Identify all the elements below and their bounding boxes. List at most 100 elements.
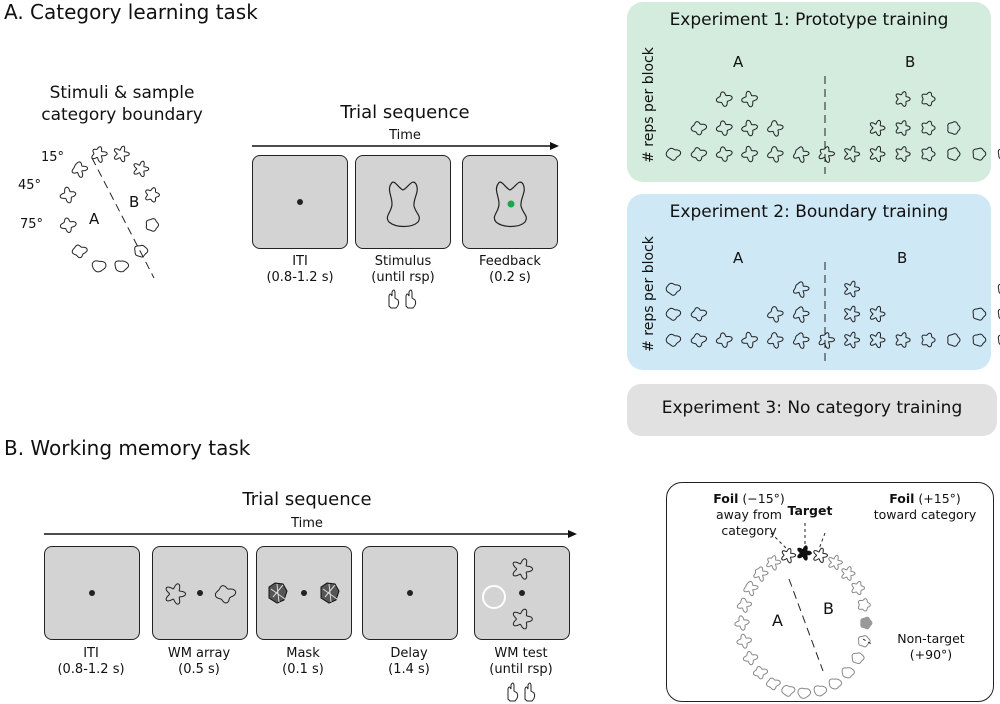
stimuli-title: Stimuli & sample category boundary <box>22 82 222 126</box>
wm-ring-shape <box>736 597 753 613</box>
distribution-shape <box>665 282 682 296</box>
stimuli-title-line1: Stimuli & sample <box>49 83 195 103</box>
distribution-shape <box>869 305 886 323</box>
stimulus-ring-shape <box>114 260 129 273</box>
wm-ring-shape <box>841 667 855 679</box>
stimulus-ring-shape <box>145 218 160 232</box>
stimulus-ring-shape <box>134 244 149 258</box>
distribution-shape <box>947 147 961 161</box>
wm-ring-shape <box>797 687 811 699</box>
trial-b-frame-wm-test <box>474 546 570 640</box>
wm-ring-shape <box>742 650 759 666</box>
angle-45: 45° <box>18 178 42 193</box>
wm-ring-shape <box>828 554 843 570</box>
distribution-shape <box>665 333 682 347</box>
distribution-shape <box>869 145 886 163</box>
wm-test-option-top <box>512 558 534 580</box>
stimulus-ring-shape <box>71 244 88 259</box>
distribution-shape <box>972 307 987 321</box>
fixation-dot <box>89 590 95 596</box>
response-hands-icon <box>507 682 536 702</box>
trial-a-label-feedback: Feedback(0.2 s) <box>479 254 541 285</box>
wm-ring-shape <box>743 580 759 597</box>
distribution-shape <box>921 332 936 348</box>
nontarget-shape <box>860 616 873 630</box>
wm-ring-shape <box>752 665 768 680</box>
wm-array-item-blob <box>214 585 237 604</box>
section-b-title: B. Working memory task <box>4 436 251 460</box>
distribution-shape <box>690 333 707 348</box>
experiment-3-title: Experiment 3: No category training <box>661 398 963 418</box>
fixation-dot <box>197 590 203 596</box>
distribution-shape <box>715 332 733 348</box>
distribution-shape <box>690 147 707 162</box>
callout-line <box>862 638 874 646</box>
experiment-1-panel: Experiment 1: Prototype training # reps … <box>627 2 1000 182</box>
foil-toward-label: Foil (+15°) toward category <box>873 491 977 522</box>
angle-75: 75° <box>20 217 44 232</box>
trial-a-frame-feedback <box>462 155 558 249</box>
distribution-shape <box>869 119 886 137</box>
stimulus-ring-shape <box>133 160 150 178</box>
experiment-1-distribution <box>665 76 1000 174</box>
wm-ring-shape <box>841 566 856 581</box>
distribution-shape <box>818 332 836 349</box>
fixation-dot <box>519 590 525 596</box>
stimulus-ring-shape <box>71 161 89 178</box>
distribution-shape <box>844 145 861 163</box>
wm-foil-diagram: Foil (−15°) away from category Target Fo… <box>666 482 994 702</box>
feedback-shape <box>493 181 527 228</box>
wm-stimulus-ring <box>734 523 874 699</box>
trial-b-title: Trial sequence <box>242 489 372 510</box>
wm-ring-shape <box>813 685 828 697</box>
trial-a-frame-stimulus <box>355 155 451 249</box>
wm-ring-shape <box>858 635 871 648</box>
distribution-shape <box>997 334 1000 345</box>
distribution-shape <box>715 146 733 162</box>
distribution-shape <box>767 306 784 323</box>
trial-b-time: Time <box>291 516 323 531</box>
experiment-2-distribution <box>665 262 1000 362</box>
wm-category-boundary <box>788 578 824 672</box>
time-arrow-b <box>44 530 577 538</box>
distribution-shape <box>972 147 987 161</box>
foil-shape <box>813 547 829 564</box>
distribution-shape <box>869 331 886 349</box>
distribution-shape <box>767 146 784 163</box>
fixation-dot <box>407 590 413 596</box>
fixation-dot <box>301 590 307 596</box>
feedback-dot <box>507 200 515 208</box>
trial-a-frame-iti <box>252 155 348 249</box>
distribution-shape <box>715 91 733 107</box>
trial-a-title: Trial sequence <box>340 102 470 123</box>
wm-ring-shape <box>828 678 843 690</box>
response-hands-icon <box>388 289 417 309</box>
experiment-2-panel: Experiment 2: Boundary training # reps p… <box>627 194 1000 370</box>
trial-b-frame-delay <box>362 546 458 640</box>
trial-b-label-wm-test: WM test(until rsp) <box>489 646 553 677</box>
distribution-shape <box>895 120 911 136</box>
fixation-dot <box>297 199 303 205</box>
stimuli-label-a: A <box>89 210 100 228</box>
callout-line <box>770 532 788 550</box>
distribution-shape <box>792 332 810 349</box>
distribution-shape <box>921 120 936 136</box>
distribution-shape <box>767 120 784 137</box>
time-arrow-a <box>252 142 559 150</box>
stimulus-ring <box>59 145 161 279</box>
wm-label-b: B <box>823 599 834 618</box>
distribution-shape <box>997 148 1000 159</box>
wm-ring-shape <box>734 615 750 631</box>
experiment-1-title: Experiment 1: Prototype training <box>669 10 949 30</box>
trial-a-time: Time <box>389 128 421 143</box>
wm-array-item-star <box>165 583 187 605</box>
trial-b-label-iti: ITI(0.8-1.2 s) <box>57 646 125 677</box>
distribution-shape <box>921 91 936 107</box>
distribution-shape <box>997 308 1000 319</box>
experiment-2-label-b: B <box>897 249 908 267</box>
trial-b-label-mask: Mask(0.1 s) <box>282 646 324 677</box>
distribution-shape <box>741 331 758 349</box>
distribution-shape <box>741 145 758 163</box>
distribution-shape <box>972 333 987 347</box>
trial-a-label-iti: ITI(0.8-1.2 s) <box>266 254 334 285</box>
